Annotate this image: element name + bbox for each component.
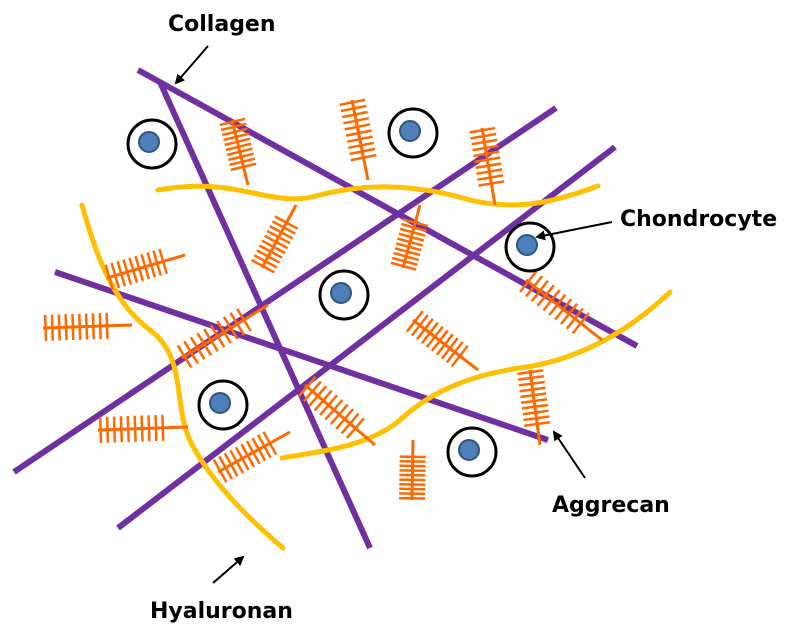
aggrecan-bottlebrush-icon — [252, 205, 298, 272]
aggrecan-bottlebrush-icon — [214, 432, 290, 482]
chondrocyte-label: Chondrocyte — [620, 207, 777, 232]
chondrocyte-cell-icon — [506, 223, 554, 271]
aggrecan-bottlebrush-icon — [407, 311, 478, 370]
aggrecan-bottlebrush-icon — [399, 440, 426, 500]
hyaluronan-label: Hyaluronan — [150, 599, 293, 624]
collagen-label: Collagen — [168, 12, 276, 37]
aggrecan-bottlebrush-icon — [340, 100, 377, 180]
hyaluronan-arrow-icon — [213, 557, 243, 583]
chondrocyte-cell-icon — [320, 271, 368, 319]
aggrecan-bottlebrush-icon — [220, 119, 256, 185]
aggrecan-bottlebrush-icon — [98, 415, 188, 443]
collagen-fiber — [138, 70, 637, 346]
chondrocyte-cell-icon — [199, 381, 247, 429]
collagen-arrow-icon — [176, 46, 208, 83]
chondrocyte-cell-icon — [448, 428, 496, 476]
collagen-fiber — [55, 272, 548, 440]
aggrecan-label: Aggrecan — [552, 493, 670, 518]
chondrocyte-cell-icon — [389, 109, 437, 157]
aggrecan-bottlebrush-icon — [470, 128, 505, 205]
chondrocyte-cell-icon — [128, 120, 176, 168]
aggrecan-arrow-icon — [554, 432, 585, 478]
aggrecan-bottlebrush-icon — [43, 313, 132, 341]
aggrecan-bottlebrush-icon — [106, 249, 185, 290]
aggrecan-bottlebrush-icon — [178, 305, 268, 368]
